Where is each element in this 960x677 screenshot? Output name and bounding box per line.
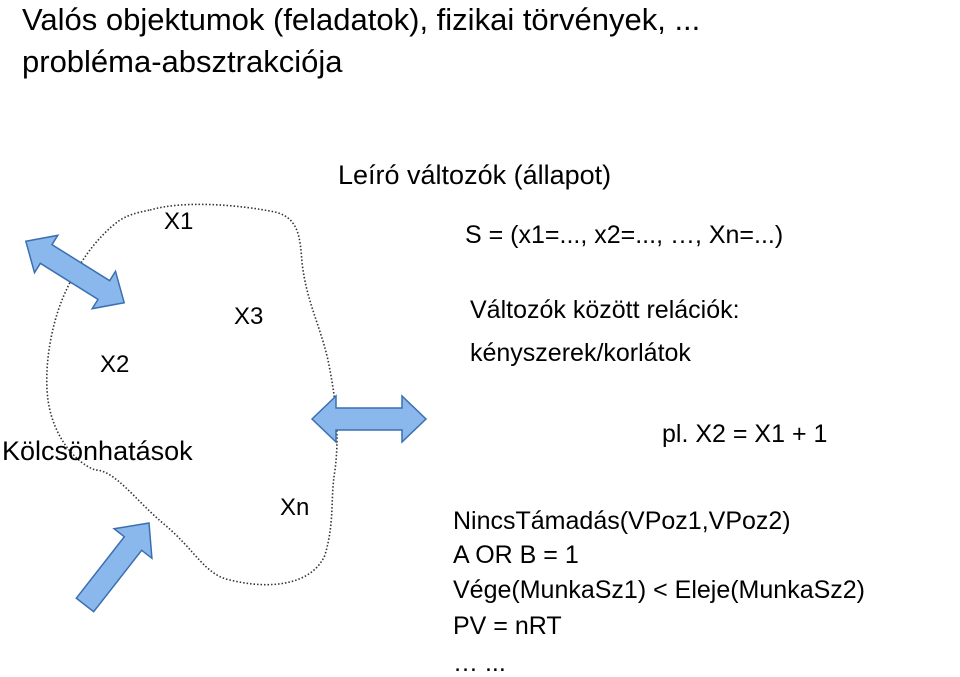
constraint-item: NincsTámadás(VPoz1,VPoz2) xyxy=(453,507,791,535)
variable-x3: X3 xyxy=(234,303,264,330)
constraint-ellipsis: … ... xyxy=(453,649,506,677)
variable-xn: Xn xyxy=(280,494,310,521)
interaction-arrow-middle xyxy=(310,394,428,444)
example-relation: pl. X2 = X1 + 1 xyxy=(662,420,828,448)
constraint-item: Vége(MunkaSz1) < Eleje(MunkaSz2) xyxy=(453,576,865,604)
title-line-1: Valós objektumok (feladatok), fizikai tö… xyxy=(22,2,701,37)
interactions-label: Kölcsönhatások xyxy=(2,436,193,466)
interaction-arrow-top-left xyxy=(24,234,126,310)
state-description: Leíró változók (állapot) xyxy=(338,160,612,190)
constraint-item: PV = nRT xyxy=(453,612,562,640)
object-boundary xyxy=(45,203,338,586)
relations-heading: Változók között relációk: xyxy=(470,296,740,324)
relations-subheading: kényszerek/korlátok xyxy=(470,339,691,367)
interaction-arrow-bottom xyxy=(75,522,153,613)
constraint-item: A OR B = 1 xyxy=(453,541,579,569)
variable-x2: X2 xyxy=(100,351,130,378)
title-line-2: probléma-absztrakciója xyxy=(22,44,343,79)
variable-x1: X1 xyxy=(164,208,194,235)
state-formula: S = (x1=..., x2=..., …, Xn=...) xyxy=(465,221,784,249)
